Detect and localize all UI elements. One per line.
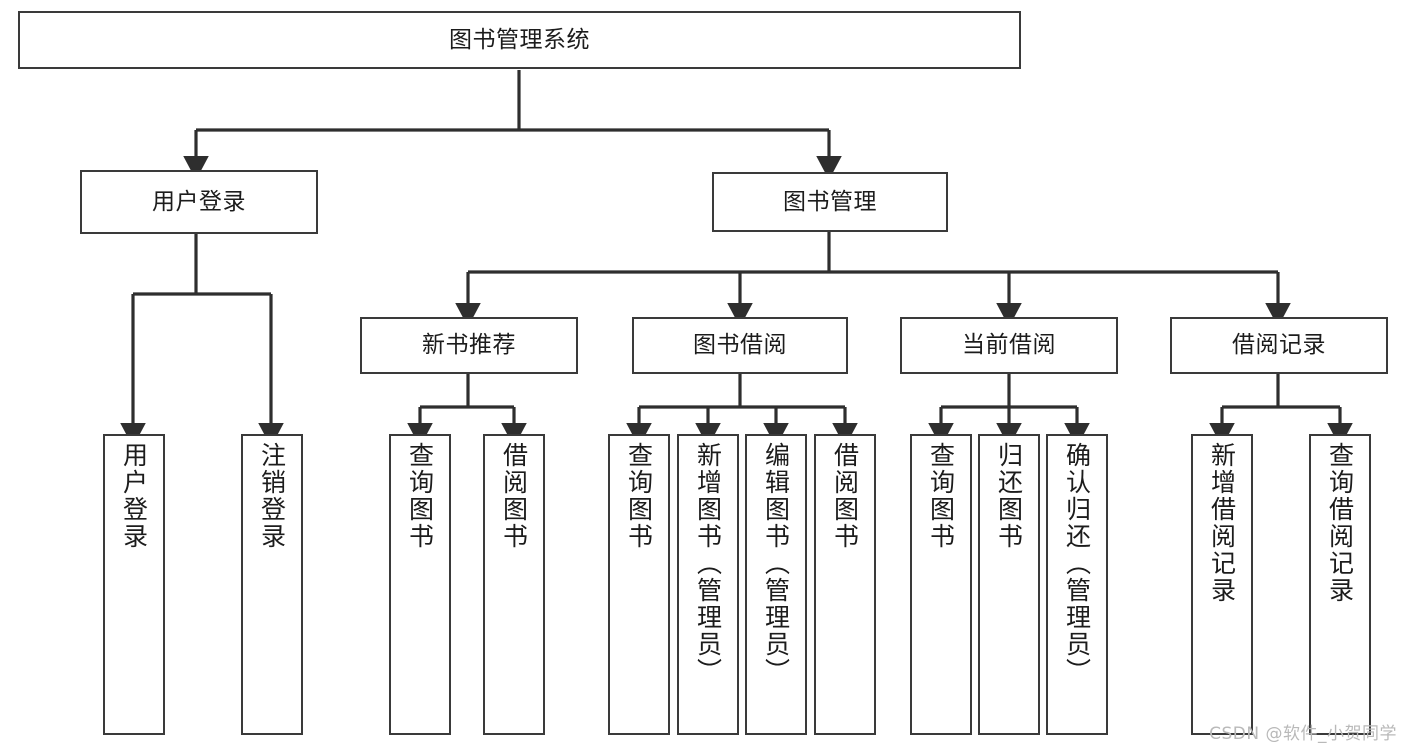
node-leaf-borrow-book-2[interactable]: 借阅图书 <box>814 434 876 735</box>
node-leaf-borrow-book-2-label: 借阅图书 <box>830 442 860 550</box>
node-book-manage[interactable]: 图书管理 <box>712 172 948 232</box>
node-borrow-record[interactable]: 借阅记录 <box>1170 317 1388 374</box>
node-user-login[interactable]: 用户登录 <box>80 170 318 234</box>
node-book-borrow-label: 图书借阅 <box>693 332 787 359</box>
node-leaf-edit-book-label: 编辑图书（管理员） <box>761 442 791 685</box>
node-book-borrow[interactable]: 图书借阅 <box>632 317 848 374</box>
node-current-borrow[interactable]: 当前借阅 <box>900 317 1118 374</box>
node-current-borrow-label: 当前借阅 <box>962 332 1056 359</box>
node-book-manage-label: 图书管理 <box>783 188 877 215</box>
node-new-book-recommend[interactable]: 新书推荐 <box>360 317 578 374</box>
node-leaf-add-record[interactable]: 新增借阅记录 <box>1191 434 1253 735</box>
node-root-label: 图书管理系统 <box>449 26 590 53</box>
node-leaf-add-book-label: 新增图书（管理员） <box>693 442 723 685</box>
node-leaf-user-login[interactable]: 用户登录 <box>103 434 165 735</box>
node-leaf-confirm-return[interactable]: 确认归还（管理员） <box>1046 434 1108 735</box>
node-leaf-query-book-1[interactable]: 查询图书 <box>389 434 451 735</box>
node-new-book-recommend-label: 新书推荐 <box>422 332 516 359</box>
node-leaf-query-book-1-label: 查询图书 <box>405 442 435 550</box>
node-leaf-add-book[interactable]: 新增图书（管理员） <box>677 434 739 735</box>
node-leaf-logout-login-label: 注销登录 <box>257 442 287 550</box>
node-root[interactable]: 图书管理系统 <box>18 11 1021 69</box>
node-user-login-label: 用户登录 <box>152 188 246 215</box>
node-leaf-borrow-book-1-label: 借阅图书 <box>499 442 529 550</box>
node-leaf-borrow-book-1[interactable]: 借阅图书 <box>483 434 545 735</box>
node-leaf-edit-book[interactable]: 编辑图书（管理员） <box>745 434 807 735</box>
node-leaf-query-book-3[interactable]: 查询图书 <box>910 434 972 735</box>
node-leaf-query-book-2-label: 查询图书 <box>624 442 654 550</box>
node-borrow-record-label: 借阅记录 <box>1232 332 1326 359</box>
node-leaf-confirm-return-label: 确认归还（管理员） <box>1062 442 1092 685</box>
node-leaf-add-record-label: 新增借阅记录 <box>1207 442 1237 604</box>
node-leaf-query-record[interactable]: 查询借阅记录 <box>1309 434 1371 735</box>
node-leaf-logout-login[interactable]: 注销登录 <box>241 434 303 735</box>
node-leaf-return-book[interactable]: 归还图书 <box>978 434 1040 735</box>
node-leaf-query-book-2[interactable]: 查询图书 <box>608 434 670 735</box>
node-leaf-query-record-label: 查询借阅记录 <box>1325 442 1355 604</box>
node-leaf-query-book-3-label: 查询图书 <box>926 442 956 550</box>
node-leaf-return-book-label: 归还图书 <box>994 442 1024 550</box>
watermark-text: CSDN @软件_小贺同学 <box>1209 724 1397 744</box>
node-leaf-user-login-label: 用户登录 <box>119 442 149 550</box>
